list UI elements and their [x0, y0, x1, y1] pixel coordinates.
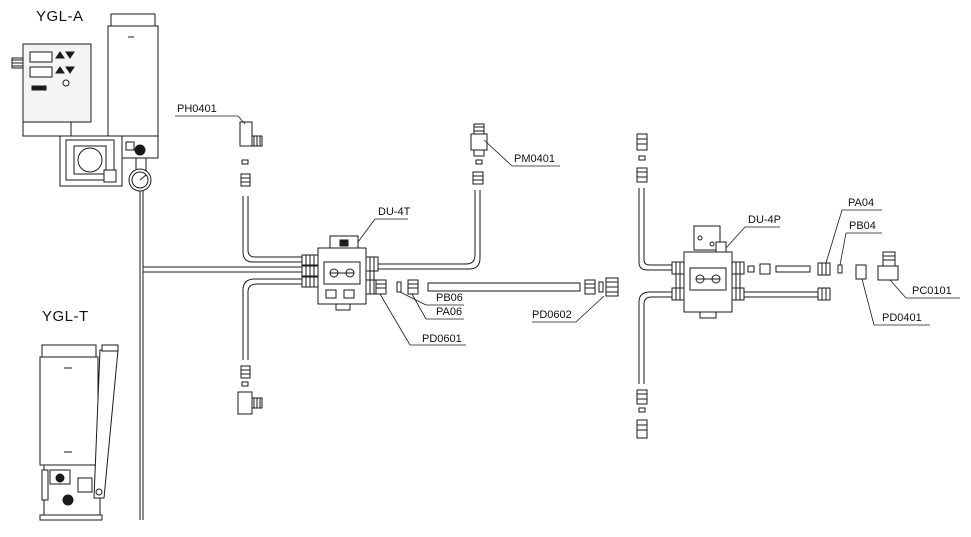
reservoir — [107, 25, 159, 137]
du4t-label: DU-4T — [378, 206, 411, 218]
pm0401-connector — [378, 123, 488, 270]
pb06-nut — [407, 279, 419, 295]
pc0101-elbow — [855, 251, 899, 281]
pc0101-label: PC0101 — [912, 285, 952, 297]
interconnect-pipe — [427, 282, 581, 292]
du4p-label: DU-4P — [748, 214, 782, 226]
du-4p-outputs — [744, 262, 843, 301]
pa04-nut — [817, 262, 831, 276]
pb04-ring — [837, 264, 843, 274]
ph0401-label: PH0401 — [177, 103, 217, 115]
supply-lines — [143, 266, 302, 273]
pd0601-fitting-set — [375, 279, 419, 295]
pd0401-label: PD0401 — [882, 312, 922, 324]
right-vertical-branch — [636, 133, 672, 439]
manual-reservoir — [39, 356, 99, 466]
leader-lines — [175, 115, 960, 346]
du-4p-distributor — [671, 225, 745, 319]
pa04-label: PA04 — [848, 197, 875, 209]
pd0602-fitting-set — [584, 277, 619, 297]
pd0602-label: PD0602 — [532, 309, 572, 321]
ygl-t-pump — [39, 344, 119, 521]
pa06-ring — [396, 281, 402, 293]
ph0401-elbow-lower — [237, 278, 305, 415]
du-4t-distributor — [301, 235, 379, 311]
pd0601-label: PD0601 — [422, 333, 462, 345]
pb04-label: PB04 — [849, 220, 876, 232]
pm0401-label: PM0401 — [514, 153, 555, 165]
brand-logo — [31, 85, 47, 91]
ph0401-elbow-upper — [239, 121, 305, 263]
pa06-label: PA06 — [436, 306, 463, 318]
ygl-a-pump — [11, 13, 159, 520]
arrow-buttons-icon — [55, 51, 75, 59]
ygl-t-label: YGL-T — [42, 308, 89, 325]
display-panel — [29, 51, 53, 63]
ygl-a-label: YGL-A — [36, 8, 84, 25]
pb06-label: PB06 — [436, 292, 463, 304]
